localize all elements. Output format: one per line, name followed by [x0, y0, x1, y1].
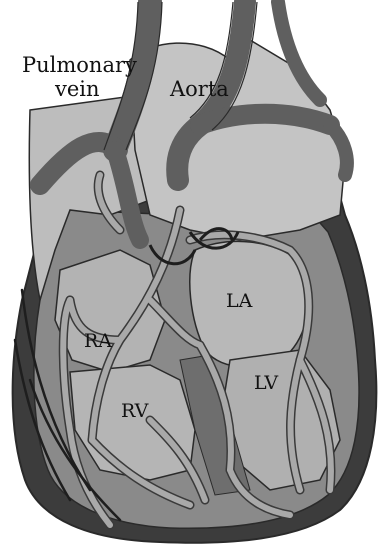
label-aorta: Aorta [169, 77, 229, 101]
label-pulmonary-line2: vein [54, 77, 100, 101]
label-lv: LV [254, 372, 278, 394]
label-rv: RV [121, 400, 149, 422]
label-la: LA [226, 290, 253, 312]
label-pulmonary-line1: Pulmonary [22, 53, 137, 77]
label-ra: RA [84, 330, 112, 352]
